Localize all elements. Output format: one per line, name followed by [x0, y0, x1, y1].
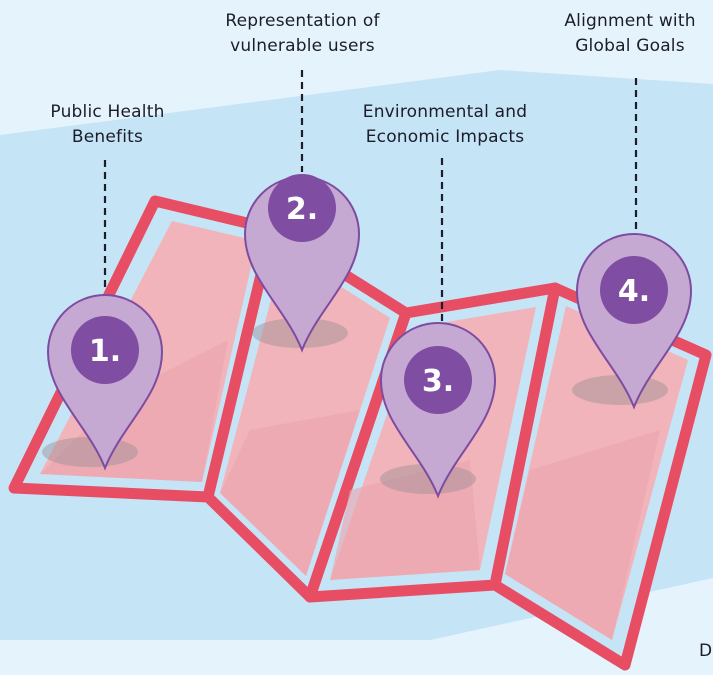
pin-badge-1	[71, 316, 139, 384]
location-pin-4: 4.	[575, 233, 693, 410]
location-pin-2: 2.	[243, 174, 361, 353]
corner-text: D	[699, 641, 713, 661]
pin-number-1: 1.	[89, 334, 121, 369]
label-vulnerable-users: Representation of vulnerable users	[185, 9, 420, 59]
location-pin-3: 3.	[379, 322, 497, 499]
pin-shadow-3	[380, 464, 476, 494]
pin-badge-2	[268, 174, 336, 242]
pin-number-2: 2.	[286, 192, 318, 227]
pin-badge-4	[600, 256, 668, 324]
label-line: vulnerable users	[230, 36, 375, 56]
label-line: Economic Impacts	[365, 127, 525, 147]
label-line: Alignment with	[564, 11, 696, 31]
pin-number-3: 3.	[422, 364, 454, 399]
label-line: Representation of	[225, 11, 380, 31]
location-pin-1: 1.	[46, 294, 164, 471]
label-line: Environmental and	[362, 102, 528, 122]
pin-number-4: 4.	[618, 274, 650, 309]
label-line: Public Health	[50, 102, 165, 122]
label-global-goals: Alignment with Global Goals	[530, 9, 713, 59]
label-public-health: Public Health Benefits	[20, 100, 195, 150]
label-line: Global Goals	[575, 36, 685, 56]
label-environmental-economic: Environmental and Economic Impacts	[320, 100, 570, 150]
pin-badge-3	[404, 346, 472, 414]
label-line: Benefits	[71, 127, 144, 147]
